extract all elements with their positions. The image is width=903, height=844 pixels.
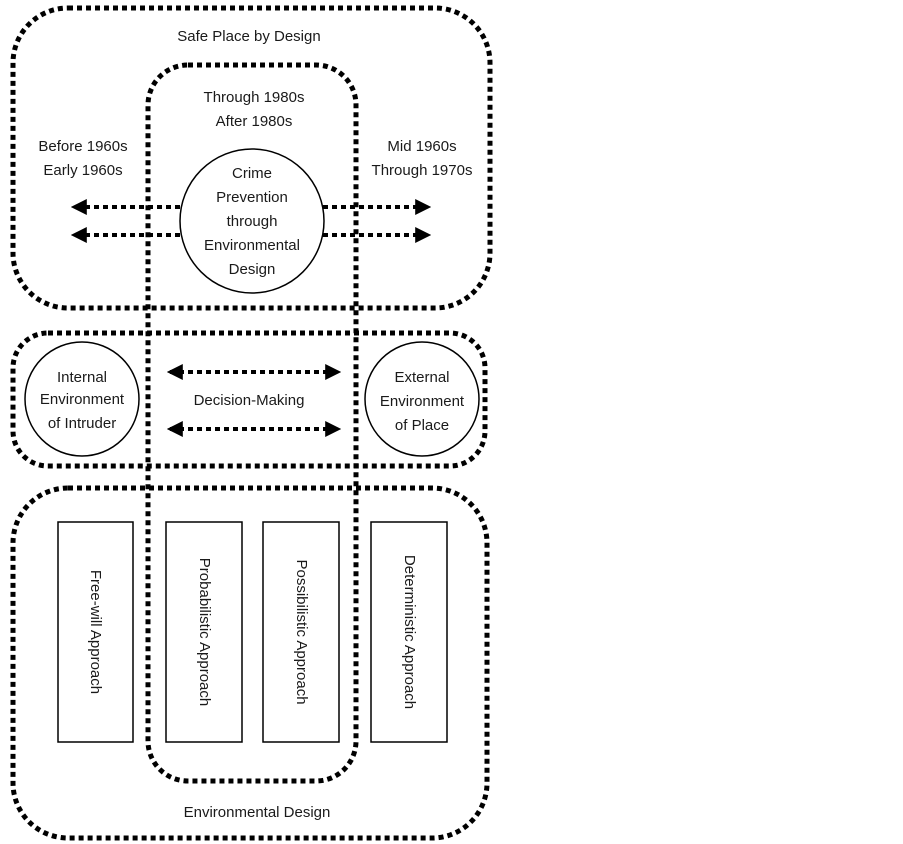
left-era-line2: Early 1960s xyxy=(43,162,122,179)
central-era-line2: After 1980s xyxy=(216,113,293,130)
cpted-line-3: through xyxy=(227,213,278,230)
left-era-line1: Before 1960s xyxy=(38,138,127,155)
central-column-box xyxy=(145,62,359,784)
possibilistic-approach-box xyxy=(262,521,340,743)
external-line-1: External xyxy=(394,369,449,386)
safe-place-box xyxy=(10,5,493,311)
cpted-line-1: Crime xyxy=(232,165,272,182)
decision-making-label: Decision-Making xyxy=(194,392,305,409)
external-line-2: Environment xyxy=(380,393,465,410)
free-will-approach-box xyxy=(57,521,134,743)
internal-line-2: Environment xyxy=(40,391,125,408)
internal-environment-circle xyxy=(24,341,140,457)
deterministic-approach-box xyxy=(370,521,448,743)
internal-line-1: Internal xyxy=(57,369,107,386)
deterministic-approach-label: Deterministic Approach xyxy=(401,555,418,709)
safe-place-label: Safe Place by Design xyxy=(177,28,320,45)
external-line-3: of Place xyxy=(395,417,449,434)
free-will-approach-label: Free-will Approach xyxy=(87,570,104,694)
probabilistic-approach-label: Probabilistic Approach xyxy=(196,558,213,706)
right-era-line1: Mid 1960s xyxy=(387,138,456,155)
environmental-design-box xyxy=(10,485,490,841)
cpted-line-2: Prevention xyxy=(216,189,288,206)
possibilistic-approach-label: Possibilistic Approach xyxy=(293,559,310,704)
probabilistic-approach-box xyxy=(165,521,243,743)
right-era-line2: Through 1970s xyxy=(372,162,473,179)
cpted-line-5: Design xyxy=(229,261,276,278)
cpted-circle xyxy=(179,148,325,294)
cpted-line-4: Environmental xyxy=(204,237,300,254)
external-environment-circle xyxy=(364,341,480,457)
middle-box xyxy=(10,330,488,469)
internal-line-3: of Intruder xyxy=(48,415,116,432)
central-era-line1: Through 1980s xyxy=(204,89,305,106)
environmental-design-label: Environmental Design xyxy=(184,804,331,821)
